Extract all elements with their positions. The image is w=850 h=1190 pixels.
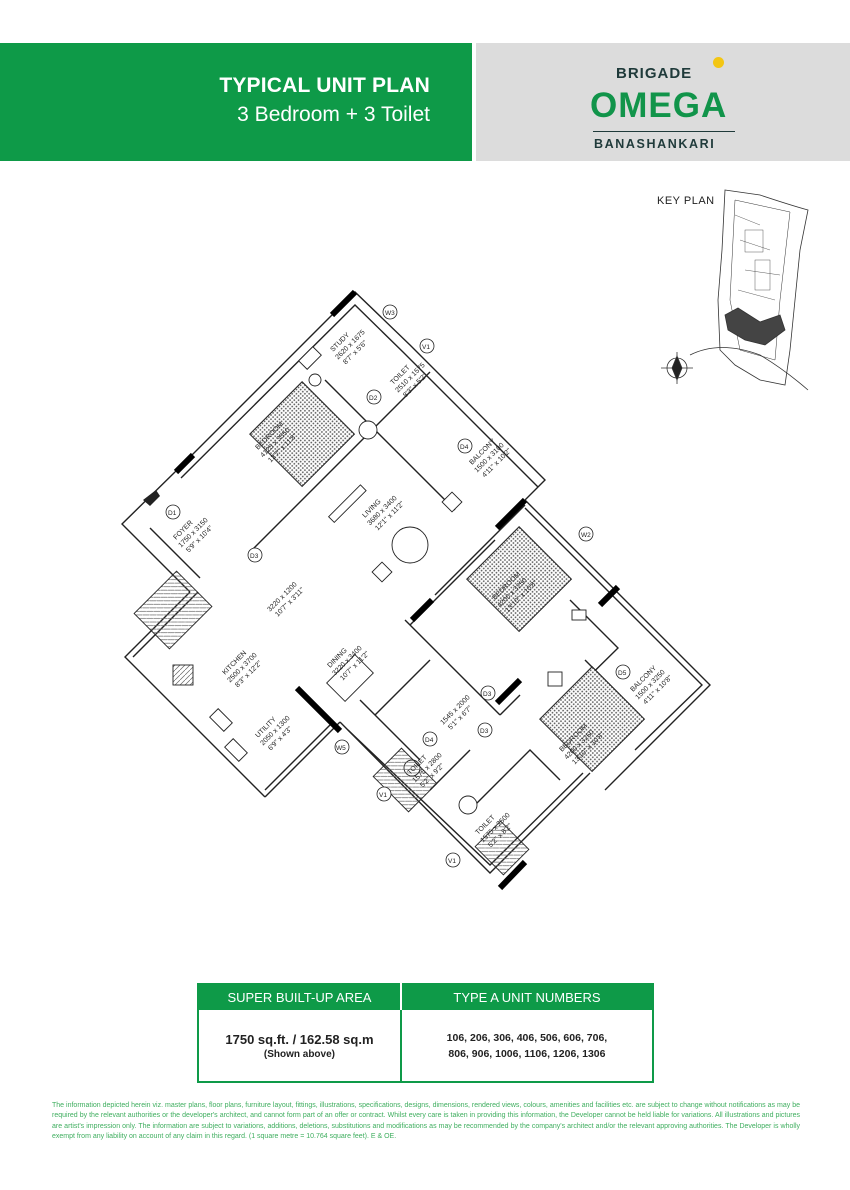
unit-numbers-line1: 106, 206, 306, 406, 506, 606, 706, xyxy=(446,1031,608,1044)
svg-text:W3: W3 xyxy=(385,310,395,317)
units-header: TYPE A UNIT NUMBERS xyxy=(399,984,653,1010)
tag-d4-top: D4 xyxy=(457,438,473,454)
tag-d4-low: D4 xyxy=(422,731,438,747)
logo-dot-icon xyxy=(713,57,724,68)
brand-line-omega: OMEGA xyxy=(590,86,728,125)
area-header: SUPER BUILT-UP AREA xyxy=(198,984,401,1010)
page-title: TYPICAL UNIT PLAN xyxy=(219,74,430,97)
unit-info-table: SUPER BUILT-UP AREA TYPE A UNIT NUMBERS … xyxy=(197,983,654,1083)
brand-line-location: BANASHANKARI xyxy=(594,137,716,151)
svg-text:D1: D1 xyxy=(168,510,177,517)
tag-v1-low: V1 xyxy=(445,852,461,868)
room-labels: STUDY 2620 x 1675 8'7" x 5'6" TOILET 251… xyxy=(172,329,674,849)
tag-v1-mid: V1 xyxy=(376,786,392,802)
tag-d2: D2 xyxy=(366,389,382,405)
brand-line-brigade: BRIGADE xyxy=(616,65,693,82)
key-plan-map xyxy=(661,189,809,391)
furniture xyxy=(133,346,587,876)
tag-d5: D5 xyxy=(615,664,631,680)
tag-d1: D1 xyxy=(165,504,181,520)
tag-w5: W5 xyxy=(334,739,350,755)
floor-plan: STUDY 2620 x 1675 8'7" x 5'6" TOILET 251… xyxy=(121,189,809,891)
unit-numbers-line2: 806, 906, 1006, 1106, 1206, 1306 xyxy=(448,1047,606,1060)
svg-text:W5: W5 xyxy=(336,745,346,752)
svg-text:D3: D3 xyxy=(480,728,489,735)
tag-d3-low: D3 xyxy=(477,722,493,738)
brand-panel: BRIGADE OMEGA BANASHANKARI xyxy=(476,43,850,161)
tag-w2: W2 xyxy=(578,526,594,542)
svg-text:V1: V1 xyxy=(448,858,456,865)
svg-text:D3: D3 xyxy=(250,553,259,560)
disclaimer-text: The information depicted herein viz. mas… xyxy=(52,1102,800,1140)
bed-bedroom1 xyxy=(249,381,356,488)
tag-w3: W3 xyxy=(382,304,398,320)
bed-bedroom3 xyxy=(539,666,646,773)
svg-text:D2: D2 xyxy=(369,395,378,402)
key-plan-label: KEY PLAN xyxy=(657,195,715,207)
units-cell: 106, 206, 306, 406, 506, 606, 706, 806, … xyxy=(399,1010,653,1082)
svg-text:D4: D4 xyxy=(460,444,469,451)
entrance-arrow-icon xyxy=(143,490,160,506)
page-subtitle: 3 Bedroom + 3 Toilet xyxy=(237,103,430,126)
tag-v1-top: V1 xyxy=(419,338,435,354)
svg-text:V1: V1 xyxy=(422,344,430,351)
opening-tags: W3 V1 D2 D4 D1 D3 W2 D5 D3 D3 D4 W5 V1 V… xyxy=(165,304,631,868)
area-note: (Shown above) xyxy=(263,1048,335,1060)
svg-text:V1: V1 xyxy=(379,792,387,799)
tag-d3-left: D3 xyxy=(247,547,263,563)
windows xyxy=(173,289,621,891)
svg-text:D3: D3 xyxy=(483,691,492,698)
svg-text:D5: D5 xyxy=(618,670,627,677)
tag-d3-mid: D3 xyxy=(480,685,496,701)
area-cell: 1750 sq.ft. / 162.58 sq.m (Shown above) xyxy=(198,1010,401,1082)
header-banner: TYPICAL UNIT PLAN 3 Bedroom + 3 Toilet xyxy=(0,43,472,161)
bed-bedroom2 xyxy=(466,526,573,633)
svg-text:D4: D4 xyxy=(425,737,434,744)
brand-divider xyxy=(593,131,735,132)
svg-text:W2: W2 xyxy=(581,532,591,539)
super-built-up-area: 1750 sq.ft. / 162.58 sq.m xyxy=(225,1031,374,1047)
